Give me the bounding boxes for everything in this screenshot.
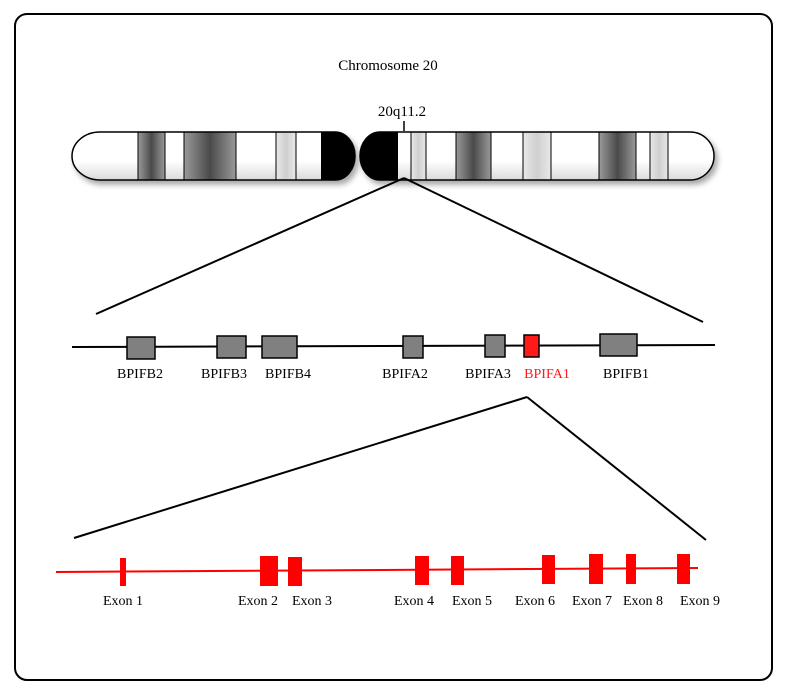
gene-label-bpifb4: BPIFB4 (265, 367, 311, 382)
exon-label-3: Exon 3 (292, 594, 332, 609)
exon-label-8: Exon 8 (623, 594, 663, 609)
gene-box-bpifb2 (126, 336, 156, 360)
exon-labels: Exon 1 Exon 2 Exon 3 Exon 4 Exon 5 Exon 6 Exon… (103, 594, 720, 609)
gene-box-bpifb1 (599, 333, 638, 357)
chromosome-title: Chromosome 20 (338, 58, 438, 74)
band-label: 20q11.2 (378, 104, 426, 120)
exon-label-7: Exon 7 (572, 594, 612, 609)
exon-box-3 (288, 557, 302, 586)
chromosome-p-arm (72, 132, 355, 180)
exon-box-5 (451, 556, 464, 585)
gene-label-bpifa3: BPIFA3 (465, 367, 511, 382)
gene-label-bpifb1: BPIFB1 (603, 367, 649, 382)
gene-box-bpifa2 (402, 335, 424, 359)
gene-label-bpifa1: BPIFA1 (524, 367, 570, 382)
gene-box-bpifa1 (523, 334, 540, 358)
exon-box-7 (589, 554, 603, 584)
exon-box-6 (542, 555, 555, 584)
zoom-line-right-lower (526, 396, 707, 541)
zoom-line-left-upper (95, 177, 405, 315)
exon-boxes (120, 554, 690, 586)
chromosome-q-arm (360, 132, 714, 180)
gene-label-bpifa2: BPIFA2 (382, 367, 428, 382)
gene-boxes (126, 333, 638, 360)
gene-box-bpifa3 (484, 334, 506, 358)
exon-box-9 (677, 554, 690, 584)
gene-label-bpifb3: BPIFB3 (201, 367, 247, 382)
exon-box-1 (120, 558, 126, 586)
exon-label-2: Exon 2 (238, 594, 278, 609)
exon-label-5: Exon 5 (452, 594, 492, 609)
gene-box-bpifb3 (216, 335, 247, 359)
exon-box-4 (415, 556, 429, 585)
exon-box-2 (260, 556, 278, 586)
gene-label-bpifb2: BPIFB2 (117, 367, 163, 382)
zoom-line-left-lower (73, 396, 528, 539)
chromosome-ideogram (71, 131, 715, 181)
exon-label-6: Exon 6 (515, 594, 555, 609)
exon-box-8 (626, 554, 636, 584)
zoom-line-right-upper (403, 177, 704, 323)
exon-label-4: Exon 4 (394, 594, 434, 609)
exon-label-9: Exon 9 (680, 594, 720, 609)
exon-label-1: Exon 1 (103, 594, 143, 609)
gene-box-bpifb4 (261, 335, 298, 359)
gene-labels: BPIFB2 BPIFB3 BPIFB4 BPIFA2 BPIFA3 BPIFA1 BPIF… (117, 367, 649, 382)
